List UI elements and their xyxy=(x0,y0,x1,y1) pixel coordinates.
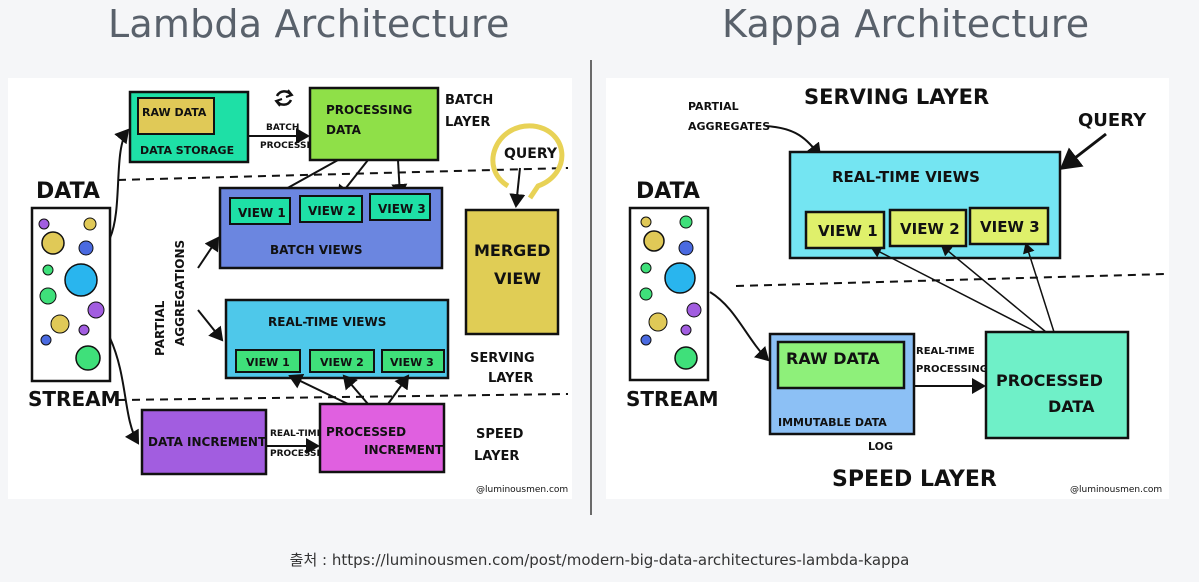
query-label: QUERY xyxy=(504,146,558,162)
data-storage-label: DATA STORAGE xyxy=(140,144,234,157)
kappa-title: Kappa Architecture xyxy=(722,2,1090,46)
credit: @luminousmen.com xyxy=(476,485,568,495)
processing-data-box xyxy=(308,86,440,162)
arrow xyxy=(870,246,1037,333)
arrow xyxy=(1023,242,1055,333)
kappa-view-1: VIEW 1 xyxy=(804,210,886,250)
arrow xyxy=(197,236,220,269)
arrow xyxy=(1059,132,1107,170)
realtime-view-3: VIEW 3 xyxy=(381,349,445,373)
batch-label: BATCH xyxy=(266,123,299,133)
batch-layer-label-1: BATCH xyxy=(445,93,493,108)
credit: @luminousmen.com xyxy=(1070,485,1162,495)
lambda-diagram: DATA STREAM RAW DATA DATA STORAGE BATCH … xyxy=(8,78,572,499)
arrow xyxy=(709,291,770,362)
arrow xyxy=(288,374,349,405)
processed-increment-label-2: INCREMENT xyxy=(364,443,444,457)
svg-text:VIEW 2: VIEW 2 xyxy=(900,220,960,238)
source-caption: 출처 : https://luminousmen.com/post/modern… xyxy=(289,551,910,569)
realtime-label: REAL-TIME xyxy=(270,429,323,439)
realtime-label: REAL-TIME xyxy=(916,346,975,357)
realtime-views-label: REAL-TIME VIEWS xyxy=(268,315,386,329)
batch-view-3: VIEW 3 xyxy=(369,193,431,221)
svg-text:VIEW 3: VIEW 3 xyxy=(390,356,434,369)
data-increment-box xyxy=(140,408,268,476)
data-increment-label: DATA INCREMENT xyxy=(148,435,267,449)
separator-line xyxy=(117,393,569,401)
partial-label: PARTIAL xyxy=(153,300,167,356)
kappa-view-2: VIEW 2 xyxy=(888,208,968,248)
batch-view-2: VIEW 2 xyxy=(299,195,363,223)
serving-layer-label-2: LAYER xyxy=(488,371,533,386)
arrow xyxy=(197,309,224,342)
processing-data-label-1: PROCESSING xyxy=(326,103,412,117)
aggregates-label: AGGREGATES xyxy=(688,120,770,133)
raw-data-box xyxy=(137,97,215,135)
data-dots xyxy=(38,217,105,371)
svg-text:VIEW 1: VIEW 1 xyxy=(818,222,878,240)
svg-text:VIEW 2: VIEW 2 xyxy=(308,204,356,218)
speed-layer-label-1: SPEED xyxy=(476,427,524,442)
arrow xyxy=(109,337,140,445)
speed-layer-label-2: LAYER xyxy=(474,449,519,464)
batch-view-1: VIEW 1 xyxy=(229,197,291,225)
arrow xyxy=(342,374,369,405)
realtime-processing-label: PROCESSING xyxy=(270,449,335,459)
realtime-processing-label: PROCESSING xyxy=(916,364,988,375)
processed-data-box xyxy=(984,330,1130,440)
arrow xyxy=(509,167,526,208)
svg-text:VIEW 1: VIEW 1 xyxy=(238,206,286,220)
data-label: DATA xyxy=(36,179,100,204)
arrow xyxy=(109,128,130,239)
data-label: DATA xyxy=(636,179,700,204)
batch-views-label: BATCH VIEWS xyxy=(270,243,363,257)
log-label: LOG xyxy=(868,440,893,453)
merged-view-label-2: VIEW xyxy=(494,269,541,288)
separator-line xyxy=(117,167,569,181)
divider xyxy=(590,60,592,515)
serving-layer-label: SERVING LAYER xyxy=(804,85,989,109)
immutable-data-label: IMMUTABLE DATA xyxy=(778,416,887,429)
batch-layer-label-2: LAYER xyxy=(445,115,490,130)
lambda-svg: DATA STREAM RAW DATA DATA STORAGE BATCH … xyxy=(28,86,569,495)
query-bubble xyxy=(490,123,565,200)
data-dots xyxy=(639,215,702,370)
serving-layer-label-1: SERVING xyxy=(470,351,535,366)
processing-data-label-2: DATA xyxy=(326,123,362,137)
realtime-views-label: REAL-TIME VIEWS xyxy=(832,168,980,186)
processing-label: PROCESSING xyxy=(260,141,325,151)
refresh-icon xyxy=(274,89,294,107)
merged-view-label-1: MERGED xyxy=(474,241,551,260)
merged-view-box xyxy=(464,208,560,336)
realtime-view-1: VIEW 1 xyxy=(235,349,301,373)
svg-text:VIEW 2: VIEW 2 xyxy=(320,356,364,369)
svg-text:VIEW 3: VIEW 3 xyxy=(980,218,1040,236)
stream-label: STREAM xyxy=(626,387,719,411)
stream-label: STREAM xyxy=(28,387,121,411)
partial-label: PARTIAL xyxy=(688,100,739,113)
processed-increment-box xyxy=(318,402,446,474)
speed-layer-label: SPEED LAYER xyxy=(832,467,997,492)
arrow xyxy=(940,245,1047,333)
kappa-view-3: VIEW 3 xyxy=(968,206,1050,246)
kappa-diagram: SERVING LAYER PARTIAL AGGREGATES QUERY R… xyxy=(606,78,1169,499)
query-label: QUERY xyxy=(1078,110,1147,131)
kappa-svg: SERVING LAYER PARTIAL AGGREGATES QUERY R… xyxy=(626,85,1167,495)
arrow xyxy=(387,374,410,405)
raw-data-label: RAW DATA xyxy=(142,106,207,119)
aggregations-label: AGGREGATIONS xyxy=(173,240,187,346)
processed-data-label-2: DATA xyxy=(1048,397,1095,416)
raw-data-label: RAW DATA xyxy=(786,349,880,368)
processed-increment-label-1: PROCESSED xyxy=(326,425,406,439)
svg-text:VIEW 1: VIEW 1 xyxy=(246,356,290,369)
raw-data-box xyxy=(776,340,906,390)
svg-text:VIEW 3: VIEW 3 xyxy=(378,202,426,216)
separator-line xyxy=(735,273,1167,287)
processed-data-label-1: PROCESSED xyxy=(996,371,1103,390)
lambda-title: Lambda Architecture xyxy=(108,2,510,46)
realtime-view-2: VIEW 2 xyxy=(309,349,375,373)
